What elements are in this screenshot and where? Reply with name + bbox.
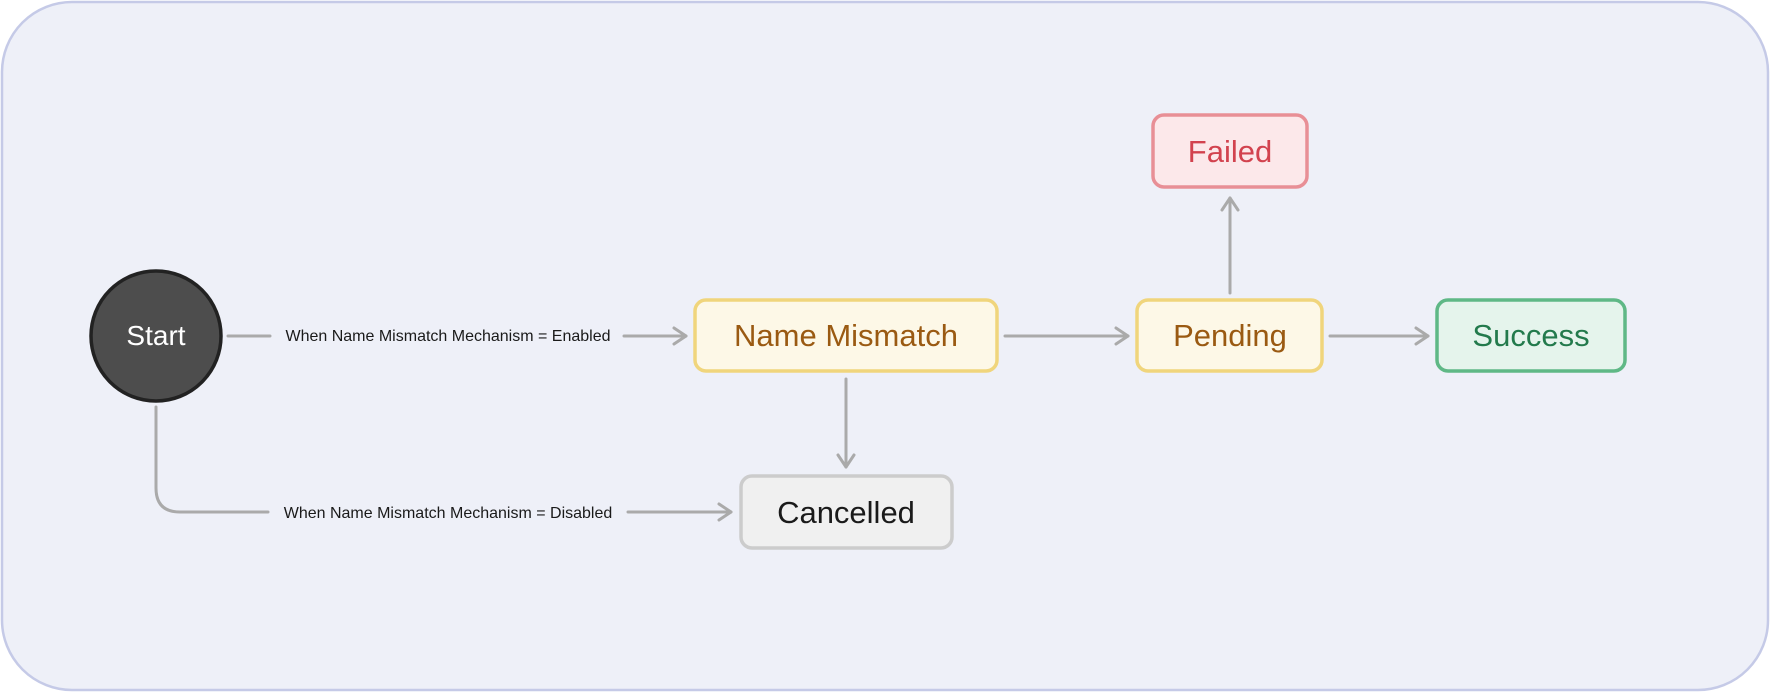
edge-label-disabled: When Name Mismatch Mechanism = Disabled	[284, 505, 613, 522]
name-mismatch-box	[693, 298, 999, 373]
success-label: Success	[1472, 318, 1589, 353]
node-name-mismatch[interactable]: Name Mismatch	[693, 298, 999, 373]
start-label: Start	[126, 320, 185, 351]
node-cancelled[interactable]: Cancelled	[739, 474, 954, 550]
edge-label-enabled: When Name Mismatch Mechanism = Enabled	[285, 328, 610, 345]
node-pending[interactable]: Pending	[1135, 298, 1324, 373]
failed-box	[1151, 113, 1309, 189]
start-circle	[89, 269, 223, 403]
failed-label: Failed	[1188, 134, 1272, 169]
edge-start-to-cancelled	[154, 405, 270, 514]
node-success[interactable]: Success	[1435, 298, 1627, 373]
connectors	[154, 196, 1430, 522]
pending-box	[1135, 298, 1324, 373]
success-box	[1435, 298, 1627, 373]
cancelled-box	[739, 474, 954, 550]
cancelled-label: Cancelled	[777, 495, 915, 530]
name-mismatch-label: Name Mismatch	[734, 318, 958, 353]
pending-label: Pending	[1173, 318, 1287, 353]
node-failed[interactable]: Failed	[1151, 113, 1309, 189]
node-start[interactable]: Start	[89, 269, 223, 403]
